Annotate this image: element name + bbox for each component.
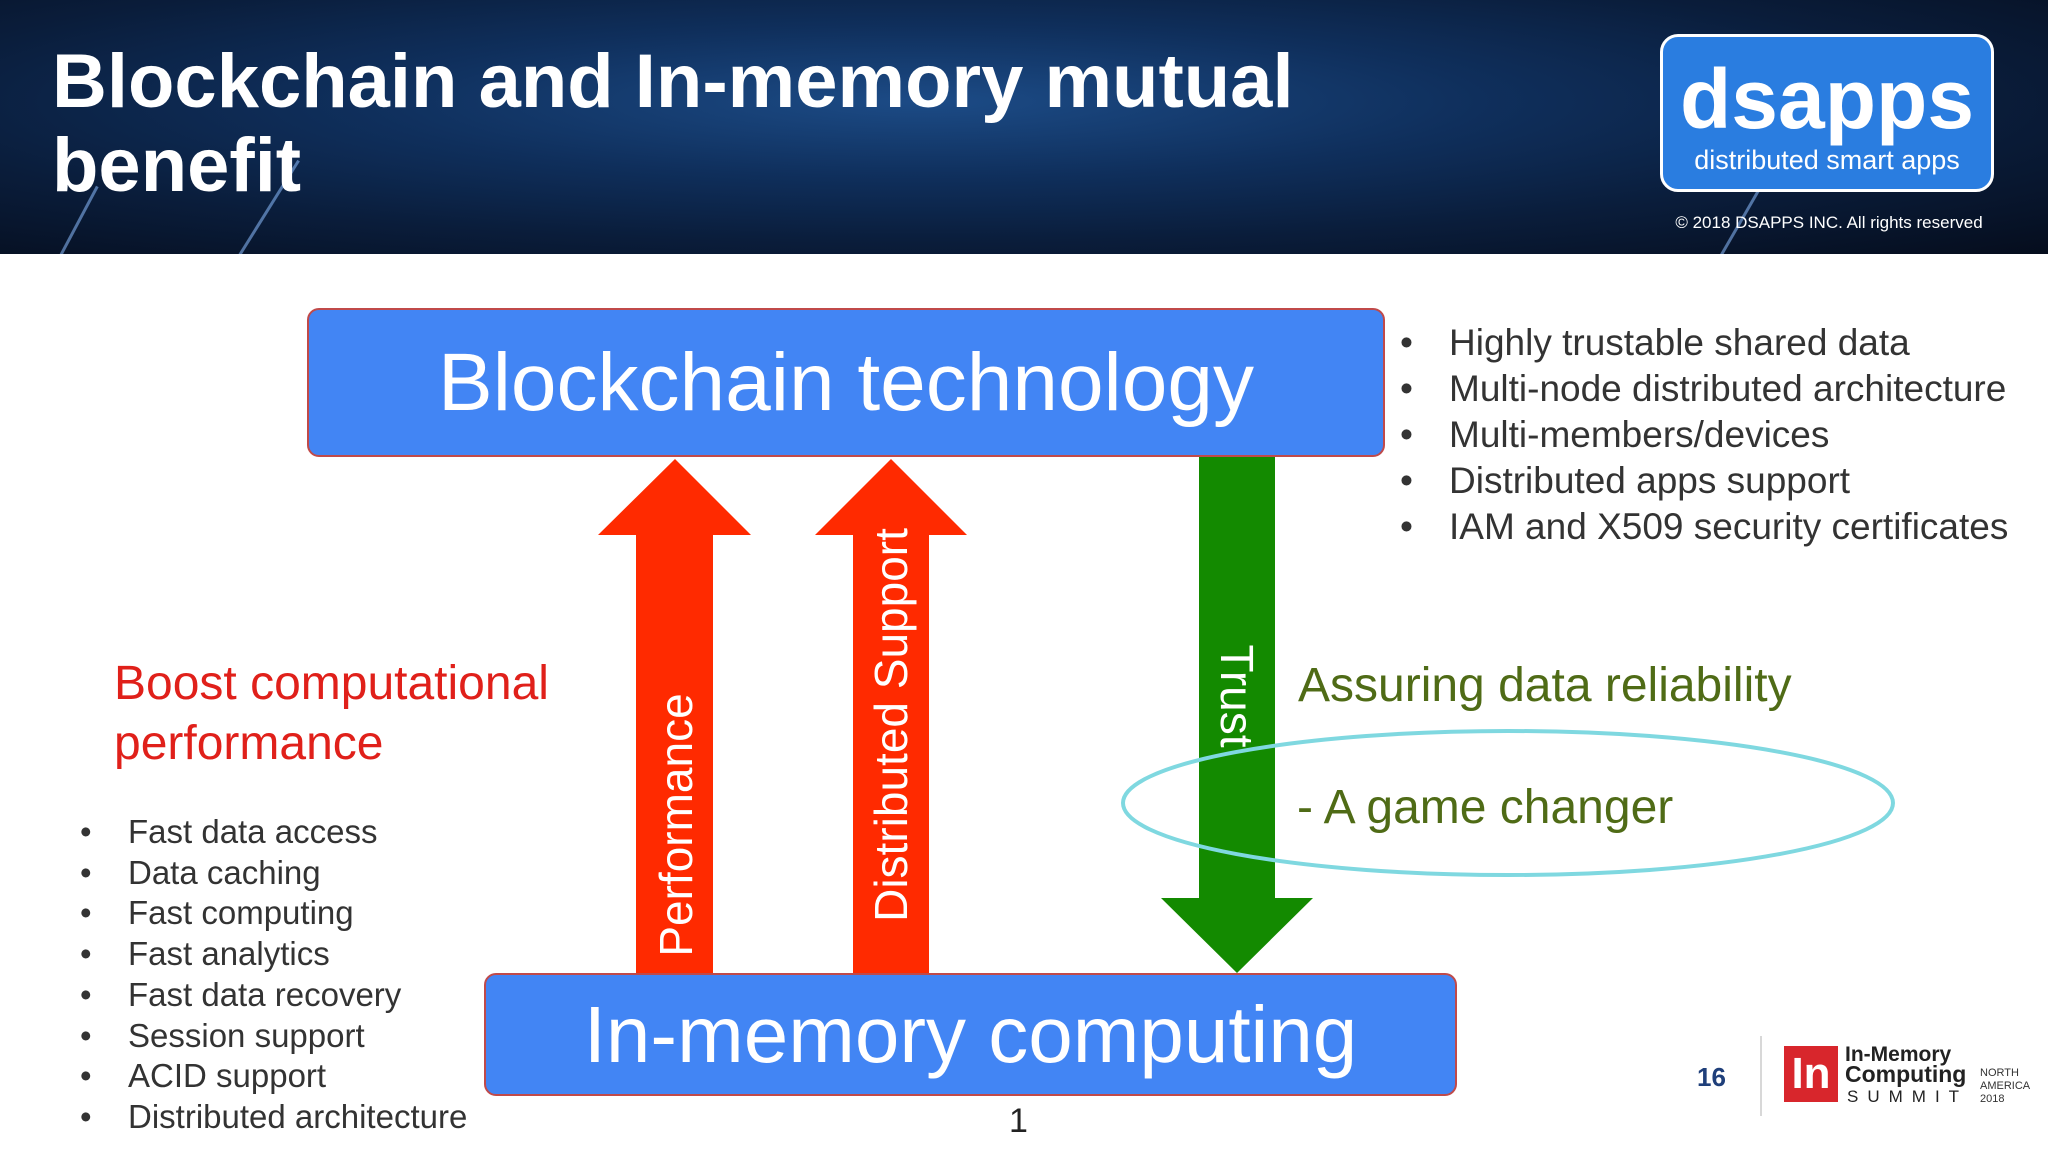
list-item: Distributed architecture xyxy=(80,1097,467,1138)
list-item: IAM and X509 security certificates xyxy=(1400,504,2008,550)
slide-number: 16 xyxy=(1697,1062,1726,1092)
blockchain-benefits-list: Highly trustable shared data Multi-node … xyxy=(1400,320,2008,550)
list-item: ACID support xyxy=(80,1056,467,1097)
distributed-support-arrow xyxy=(815,459,967,973)
logo-tagline: distributed smart apps xyxy=(1694,145,1960,175)
number-label: 1 xyxy=(1009,1102,1028,1140)
distributed-support-label: Distributed Support xyxy=(865,528,917,922)
right-heading: Assuring data reliability xyxy=(1298,659,1792,712)
highlight-ellipse xyxy=(1121,729,1895,877)
summit-logo-line2: Computing xyxy=(1845,1061,1967,1087)
list-item: Fast data recovery xyxy=(80,975,467,1016)
list-item: Distributed apps support xyxy=(1400,458,2008,504)
list-item: Fast analytics xyxy=(80,934,467,975)
summit-region-line: AMERICA xyxy=(1980,1080,2031,1092)
summit-region-line: 2018 xyxy=(1980,1093,2005,1105)
list-item: Fast data access xyxy=(80,812,467,853)
logo-name: dsapps xyxy=(1679,52,1975,146)
performance-arrow xyxy=(598,459,751,973)
summit-logo-mark: In xyxy=(1784,1046,1838,1102)
copyright-notice: © 2018 DSAPPS INC. All rights reserved xyxy=(1675,213,1983,232)
list-item: Multi-members/devices xyxy=(1400,412,2008,458)
list-item: Highly trustable shared data xyxy=(1400,320,2008,366)
list-item: Data caching xyxy=(80,853,467,894)
slide-header: Blockchain and In-memory mutual benefit … xyxy=(0,0,2048,254)
performance-label: Performance xyxy=(650,693,702,957)
summit-region: NORTH AMERICA 2018 xyxy=(1980,1067,2040,1106)
right-subheading: - A game changer xyxy=(1297,781,1674,834)
footer-divider xyxy=(1760,1036,1762,1116)
summit-region-line: NORTH xyxy=(1980,1067,2019,1079)
trust-label: Trust xyxy=(1211,644,1263,748)
list-item: Multi-node distributed architecture xyxy=(1400,366,2008,412)
list-item: Session support xyxy=(80,1016,467,1057)
blockchain-technology-box: Blockchain technology xyxy=(307,308,1385,457)
summit-logo-line3: SUMMIT xyxy=(1847,1087,1969,1106)
dsapps-logo: dsapps distributed smart apps xyxy=(1660,34,1994,192)
list-item: Fast computing xyxy=(80,893,467,934)
slide-title: Blockchain and In-memory mutual benefit xyxy=(52,39,1294,208)
summit-logo-line1: In-Memory xyxy=(1845,1043,1952,1066)
left-heading: Boost computational performance xyxy=(114,657,549,770)
in-memory-computing-box: In-memory computing xyxy=(484,973,1457,1096)
in-memory-benefits-list: Fast data access Data caching Fast compu… xyxy=(80,812,467,1138)
